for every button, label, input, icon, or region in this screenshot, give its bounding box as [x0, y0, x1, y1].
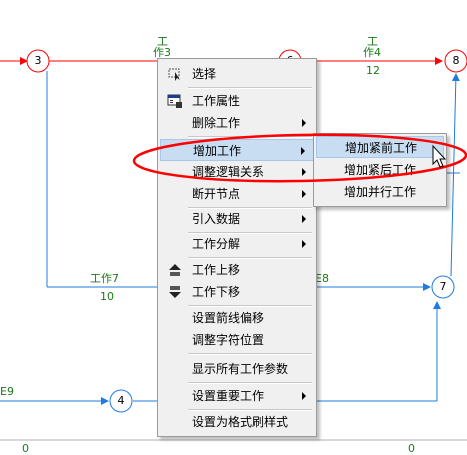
- menu-label: 设置箭线偏移: [192, 311, 265, 325]
- ruler-label-right: 0: [408, 442, 415, 455]
- chevron-right-icon: [302, 168, 306, 176]
- menu-separator: [188, 232, 312, 234]
- menu-item-adjust-char-position[interactable]: 调整字符位置: [160, 329, 314, 351]
- menu-separator: [188, 305, 312, 307]
- chevron-right-icon: [302, 215, 306, 223]
- work4-label-line2: 作4: [363, 46, 381, 59]
- menu-separator: [188, 409, 312, 411]
- ruler-label-left: 0: [22, 442, 29, 455]
- menu-label: 设置为格式刷样式: [192, 415, 289, 429]
- work3-label-line2: 作3: [153, 46, 171, 59]
- menu-label: 工作下移: [192, 285, 241, 299]
- move-down-icon: [167, 284, 183, 300]
- work8-label: E8: [315, 272, 329, 285]
- menu-label: 工作上移: [192, 263, 241, 277]
- chevron-right-icon: [302, 190, 306, 198]
- menu-separator: [188, 382, 312, 384]
- node-7[interactable]: [431, 275, 455, 299]
- chevron-right-icon: [302, 392, 306, 400]
- node-7-label: 7: [439, 280, 447, 293]
- menu-item-adjust-logic[interactable]: 调整逻辑关系: [160, 161, 314, 183]
- menu-separator: [188, 136, 312, 138]
- menu-item-add-work[interactable]: 增加工作: [160, 139, 314, 161]
- add-work-submenu: 增加紧前工作 增加紧后工作 增加并行工作: [313, 133, 447, 207]
- node-3-label: 3: [34, 54, 42, 67]
- arrow-node7-to-node8[interactable]: [450, 73, 460, 277]
- menu-label: 删除工作: [192, 116, 241, 130]
- menu-separator: [188, 87, 312, 89]
- chevron-right-icon: [301, 147, 305, 155]
- menu-label: 调整逻辑关系: [192, 165, 265, 179]
- submenu-item-add-successor[interactable]: 增加紧后工作: [316, 159, 444, 181]
- work4-duration: 12: [366, 64, 380, 77]
- context-menu: 选择 工作属性 删除工作 增加工作 调整逻辑关系 断开节点 引入数据 工作分解 …: [157, 58, 317, 437]
- menu-item-set-important-work[interactable]: 设置重要工作: [160, 385, 314, 407]
- work4-label-line1: 工: [367, 35, 378, 48]
- submenu-label: 增加紧后工作: [344, 163, 417, 177]
- menu-item-import-data[interactable]: 引入数据: [160, 208, 314, 230]
- chevron-right-icon: [302, 240, 306, 248]
- menu-label: 调整字符位置: [192, 333, 265, 347]
- menu-item-delete-work[interactable]: 删除工作: [160, 112, 314, 134]
- menu-label: 工作属性: [192, 94, 241, 108]
- menu-item-break-node[interactable]: 断开节点: [160, 183, 314, 205]
- submenu-label: 增加紧前工作: [345, 141, 418, 155]
- node-3[interactable]: [26, 49, 50, 73]
- menu-item-format-painter[interactable]: 设置为格式刷样式: [160, 411, 314, 433]
- menu-item-select[interactable]: 选择: [160, 63, 314, 85]
- move-up-icon: [167, 262, 183, 278]
- menu-separator: [188, 207, 312, 209]
- menu-item-move-down[interactable]: 工作下移: [160, 281, 314, 303]
- menu-label: 增加工作: [193, 144, 242, 158]
- menu-item-decompose-work[interactable]: 工作分解: [160, 233, 314, 255]
- properties-icon: [167, 93, 183, 109]
- menu-separator: [188, 353, 312, 355]
- menu-item-properties[interactable]: 工作属性: [160, 90, 314, 112]
- menu-label: 工作分解: [192, 237, 241, 251]
- menu-label: 引入数据: [192, 212, 241, 226]
- submenu-item-add-parallel[interactable]: 增加并行工作: [316, 181, 444, 203]
- menu-label: 选择: [192, 67, 217, 81]
- node-8-label: 8: [452, 54, 460, 67]
- menu-label: 设置重要工作: [192, 389, 265, 403]
- submenu-label: 增加并行工作: [344, 185, 417, 199]
- chevron-right-icon: [302, 119, 306, 127]
- menu-label: 显示所有工作参数: [192, 362, 289, 376]
- menu-label: 断开节点: [192, 187, 241, 201]
- submenu-item-add-predecessor[interactable]: 增加紧前工作: [316, 136, 444, 158]
- node-4[interactable]: [109, 389, 133, 413]
- node-4-label: 4: [117, 394, 125, 407]
- work3-label-line1: 工: [157, 35, 168, 48]
- work9-label: E9: [0, 385, 14, 398]
- menu-item-show-all-params[interactable]: 显示所有工作参数: [160, 358, 314, 380]
- node-8[interactable]: [444, 49, 467, 73]
- select-icon: [167, 66, 183, 82]
- menu-item-move-up[interactable]: 工作上移: [160, 259, 314, 281]
- work7-label: 工作7: [90, 272, 119, 285]
- menu-separator: [188, 257, 312, 259]
- work7-duration: 10: [100, 290, 114, 303]
- menu-item-set-arrow-offset[interactable]: 设置箭线偏移: [160, 307, 314, 329]
